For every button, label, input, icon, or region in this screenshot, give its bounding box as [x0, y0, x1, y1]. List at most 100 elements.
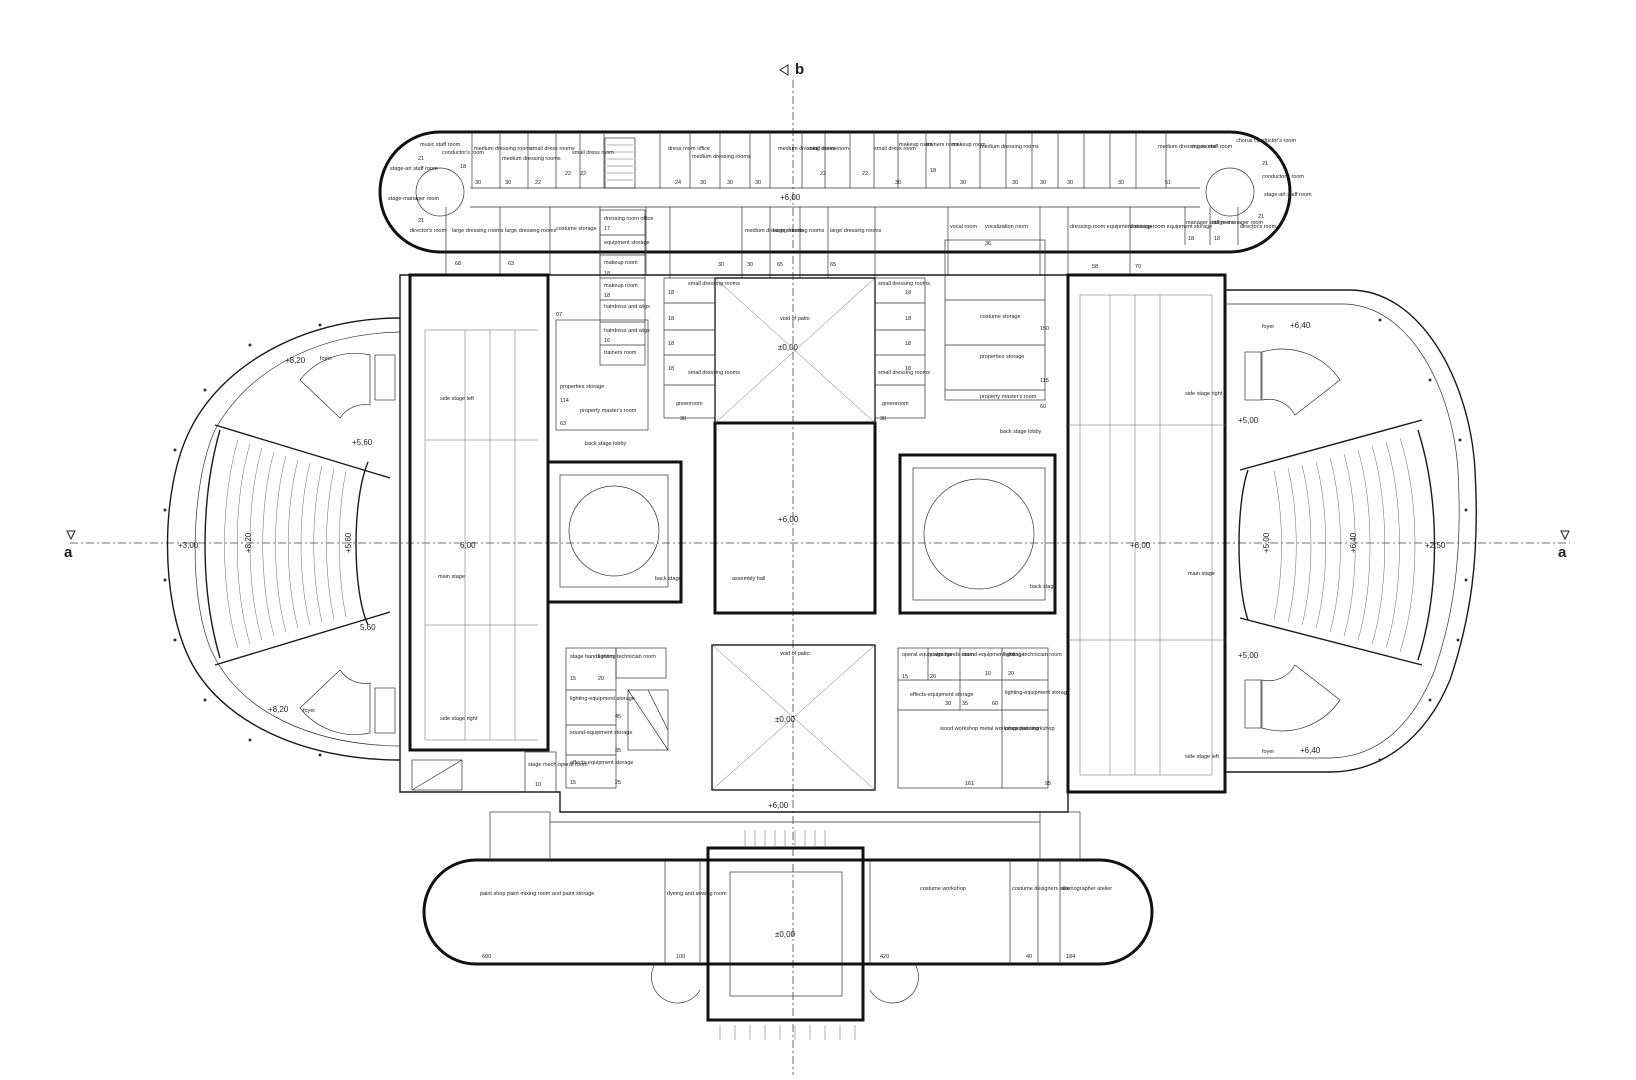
area-label: 21 — [418, 218, 424, 224]
rotunda-right — [1205, 167, 1255, 217]
room-assembly-hall: assembly hall — [732, 576, 765, 582]
area-label: 30 — [505, 180, 511, 186]
room-sound-equipment-1: sound-equipment storage — [570, 730, 632, 736]
area-label: 18 — [905, 366, 911, 372]
area-label: 30 — [960, 180, 966, 186]
level-foyer-left-bottom: +8,20 — [268, 705, 289, 714]
area-label: 22 — [565, 171, 571, 177]
room-operator-equip: operat equip storage — [902, 652, 952, 658]
area-label: 68 — [455, 261, 461, 267]
lower-service-rooms — [524, 647, 1049, 793]
room-stage-hands-1: stage hands room — [570, 654, 614, 660]
level-auditorium-left-mid: +5,60 — [344, 532, 353, 553]
level-foyer-left-top: +8,20 — [285, 356, 306, 365]
room-stage-manager-left: stage-manager room — [388, 196, 439, 202]
left-foyer-columns — [163, 323, 322, 757]
area-label: 30 — [755, 180, 761, 186]
area-numbers: 18 30 30 22 22 24 30 30 30 22 22 22 30 1… — [418, 156, 1268, 960]
area-label: 20 — [598, 676, 604, 682]
room-small-dress-4: small dress room — [874, 146, 916, 152]
area-label: 184 — [1066, 954, 1075, 960]
room-dressing-equipment-2: dressing-room equipment storage — [1130, 224, 1212, 230]
level-patio-bottom: ±0,00 — [775, 715, 796, 724]
room-lighting-equipment-2: lighting-equipment storage — [1005, 690, 1070, 696]
area-label: 10 — [985, 671, 991, 677]
area-label: 30 — [747, 262, 753, 268]
area-label: 45 — [615, 714, 621, 720]
room-directors-left: director's room — [410, 228, 447, 234]
room-small-dressing-5: small dressing rooms — [688, 281, 740, 287]
void-patio-top-cross — [714, 277, 876, 424]
room-large-dressing-3: large dressing rooms — [773, 228, 825, 234]
area-label: 18 — [604, 271, 610, 277]
bottom-stairs — [719, 830, 856, 1040]
area-label: 95 — [1045, 781, 1051, 787]
room-properties-workshop: properties workshop — [1005, 726, 1055, 732]
void-patio-bottom-cross — [711, 644, 876, 791]
right-foyer-stairs — [1244, 348, 1341, 732]
area-label: 22 — [535, 180, 541, 186]
area-label: 65 — [777, 262, 783, 268]
left-stage-tower — [408, 273, 550, 752]
room-costume-workshop: costume workshop — [920, 886, 966, 892]
area-label: 30 — [1118, 180, 1124, 186]
room-stage-art-left: stage-art staff room — [390, 166, 438, 172]
left-stage-grid — [424, 329, 538, 741]
room-greenroom-right: greenroom — [882, 401, 909, 407]
area-label: 420 — [880, 954, 889, 960]
area-label: 30 — [1067, 180, 1073, 186]
room-costume-designers: costume designers atlie — [1012, 886, 1070, 892]
area-label: 65 — [830, 262, 836, 268]
dressing-wing-corridor — [470, 187, 1200, 208]
room-back-stage-lobby-1: back stage lobby — [585, 441, 627, 447]
area-label: 18 — [460, 164, 466, 170]
assembly-hall-box — [713, 421, 877, 615]
right-stage-tower — [1066, 273, 1227, 794]
level-main-stage-left: 6,00 — [460, 541, 476, 550]
room-small-dress-2: small dress room — [572, 150, 614, 156]
level-labels: +8,20 +8,20 +3,00 +8,20 +5,60 +5,60 5,60… — [178, 193, 1446, 939]
level-auditorium-left-rim: +8,20 — [244, 532, 253, 553]
turntable-left — [568, 485, 660, 577]
room-conductors-right: conductor's room — [1262, 174, 1304, 180]
room-chorus-conductors: chorus conductor's room — [1236, 138, 1296, 144]
back-stage-right — [898, 453, 1057, 615]
area-label: 70 — [1135, 264, 1141, 270]
area-label: 40 — [1026, 954, 1032, 960]
room-void-patio-bottom: void of patio — [780, 651, 810, 657]
room-medium-dressing-4: medium dressing rooms — [778, 146, 837, 152]
area-label: 10 — [535, 782, 541, 788]
room-foyer-right-bottom: foyer — [1262, 749, 1274, 755]
level-box-left-bottom: 5,60 — [360, 623, 376, 632]
room-small-dressing-6: small dressing rooms — [688, 370, 740, 376]
right-foyer-outline — [1225, 289, 1477, 773]
room-large-dressing-1: large dressing rooms — [452, 228, 504, 234]
level-auditorium-left-floor: +3,00 — [178, 541, 199, 550]
room-equipment-storage-1: equipment storage — [604, 240, 650, 246]
room-makeup-3: makeup room — [604, 260, 638, 266]
area-label: 600 — [482, 954, 491, 960]
room-vocalization: vocalization room — [985, 224, 1028, 230]
paint-court — [706, 846, 865, 1022]
area-label: 25 — [615, 780, 621, 786]
left-service-rooms — [555, 209, 1046, 431]
level-auditorium-right-floor: +2,50 — [1425, 541, 1446, 550]
right-auditorium-walls — [1239, 419, 1423, 666]
area-label: 18 — [668, 366, 674, 372]
right-foyer-inner — [1225, 303, 1460, 759]
level-box-right-top: +5,00 — [1238, 416, 1259, 425]
dressing-wing-outline — [378, 130, 1292, 254]
level-corridor-top: +6,00 — [780, 193, 801, 202]
area-label: 60 — [992, 701, 998, 707]
right-foyer-columns — [1378, 318, 1468, 762]
lower-left-stair — [411, 759, 463, 791]
room-property-masters-1: property master's room — [580, 408, 637, 414]
room-effects-equipment-2: effects-equipment storage — [910, 692, 974, 698]
main-block-outline — [399, 274, 1226, 813]
section-label-a-left: a — [64, 544, 73, 561]
area-label: 115 — [1040, 378, 1049, 384]
room-main-stage-2: main stage — [1188, 571, 1215, 577]
area-label: 30 — [1040, 180, 1046, 186]
right-auditorium-front — [1238, 469, 1249, 621]
room-hairdress-2: hairdress and wigs — [604, 328, 650, 334]
